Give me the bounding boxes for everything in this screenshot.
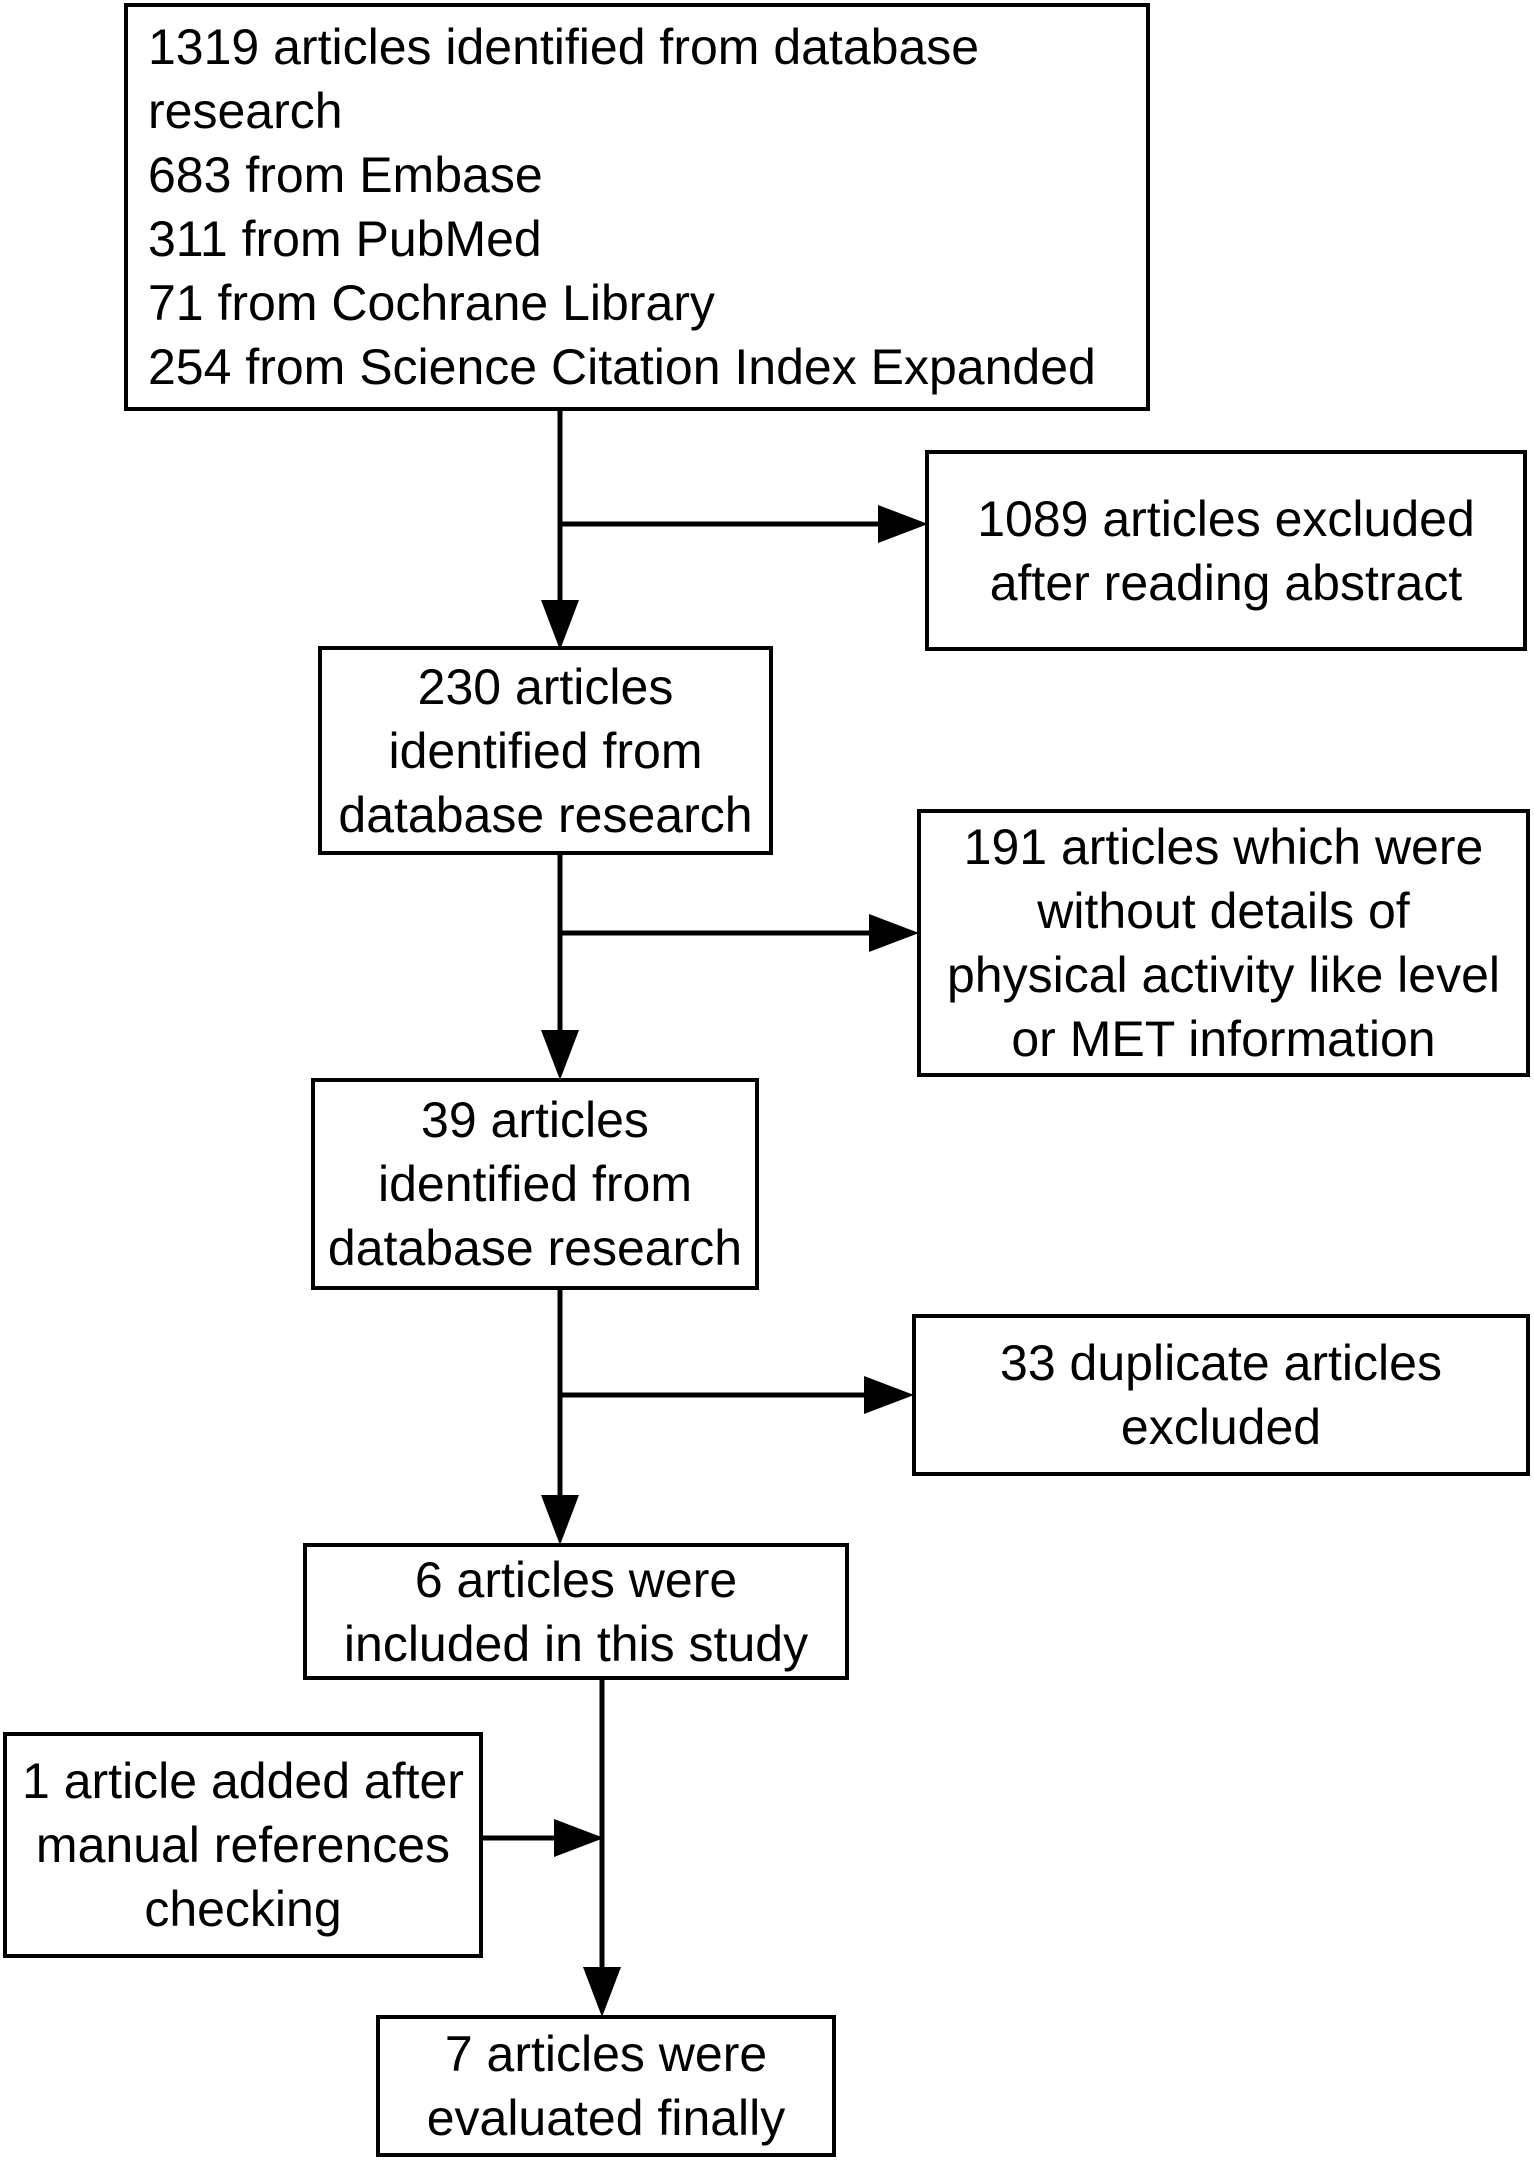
arrow-screened-to-eligible-arrowhead xyxy=(541,1030,579,1080)
arrow-to-duplicates-excluded xyxy=(560,1376,914,1414)
box-articles-screened: 230 articles identified from database re… xyxy=(318,646,773,855)
arrow-manual-added-to-flow xyxy=(483,1819,604,1857)
arrow-screened-to-eligible xyxy=(541,855,579,1080)
box-duplicates-excluded: 33 duplicate articles excluded xyxy=(912,1314,1530,1476)
arrow-identified-to-screened xyxy=(541,411,579,650)
box-manual-reference-added: 1 article added after manual references … xyxy=(3,1732,483,1958)
arrow-identified-to-screened-arrowhead xyxy=(541,600,579,650)
arrow-included-to-final xyxy=(583,1680,621,2017)
arrow-to-excluded-abstract xyxy=(560,505,928,543)
arrow-included-to-final-arrowhead xyxy=(583,1967,621,2017)
box-articles-identified: 1319 articles identified from database r… xyxy=(124,3,1150,411)
arrow-to-excluded-abstract-arrowhead xyxy=(878,505,928,543)
arrow-to-excluded-no-details-arrowhead xyxy=(869,914,919,952)
arrow-to-duplicates-excluded-arrowhead xyxy=(864,1376,914,1414)
box-excluded-after-abstract: 1089 articles excluded after reading abs… xyxy=(925,450,1527,651)
arrow-manual-added-to-flow-arrowhead xyxy=(554,1819,604,1857)
box-articles-included: 6 articles were included in this study xyxy=(303,1543,849,1680)
arrow-to-excluded-no-details xyxy=(560,914,919,952)
box-excluded-no-activity-details: 191 articles which were without details … xyxy=(917,809,1530,1077)
arrow-eligible-to-included xyxy=(541,1290,579,1545)
box-articles-eligible: 39 articles identified from database res… xyxy=(311,1078,759,1290)
box-articles-evaluated-finally: 7 articles were evaluated finally xyxy=(376,2015,836,2157)
arrow-eligible-to-included-arrowhead xyxy=(541,1495,579,1545)
